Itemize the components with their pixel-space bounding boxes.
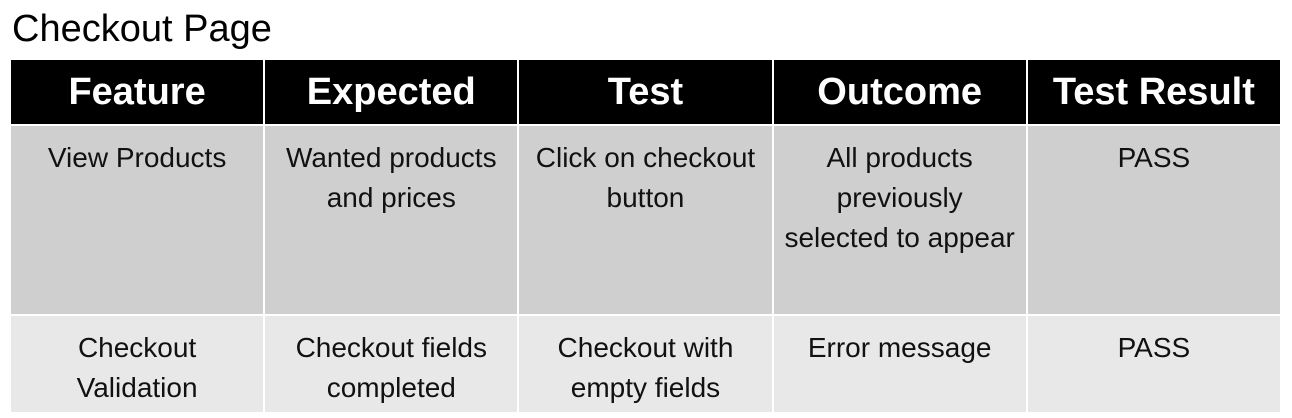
test-results-table: Feature Expected Test Outcome Test Resul… (8, 58, 1283, 414)
header-feature: Feature (8, 58, 266, 126)
header-expected: Expected (263, 58, 520, 126)
header-test-result: Test Result (1025, 58, 1283, 126)
header-test: Test (517, 58, 774, 126)
cell-test: Click on checkout button (517, 124, 774, 316)
cell-outcome: All products previously selected to appe… (771, 124, 1028, 316)
header-outcome: Outcome (771, 58, 1028, 126)
table-row: View Products Wanted products and prices… (8, 124, 1283, 316)
cell-result: PASS (1025, 124, 1283, 316)
cell-result: PASS (1025, 314, 1283, 414)
cell-test: Checkout with empty fields (517, 314, 774, 414)
page-title: Checkout Page (12, 8, 272, 50)
cell-expected: Wanted products and prices (263, 124, 520, 316)
cell-feature: Checkout Validation (8, 314, 266, 414)
header-row: Feature Expected Test Outcome Test Resul… (8, 58, 1283, 126)
cell-feature: View Products (8, 124, 266, 316)
table-row: Checkout Validation Checkout fields comp… (8, 314, 1283, 414)
cell-expected: Checkout fields completed (263, 314, 520, 414)
cell-outcome: Error message (771, 314, 1028, 414)
